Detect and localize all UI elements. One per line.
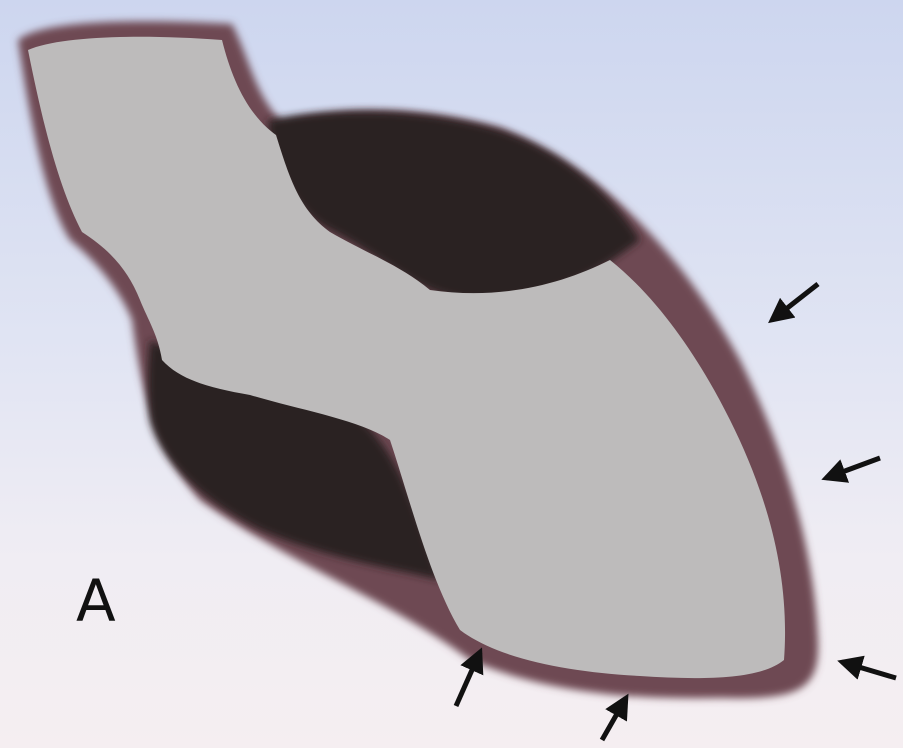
arrow-2 (826, 458, 880, 478)
arrow-3 (842, 662, 896, 678)
arrow-5 (602, 698, 626, 740)
arrow-4 (456, 652, 480, 706)
arrow-1 (772, 284, 818, 320)
panel-label: A (76, 572, 116, 630)
